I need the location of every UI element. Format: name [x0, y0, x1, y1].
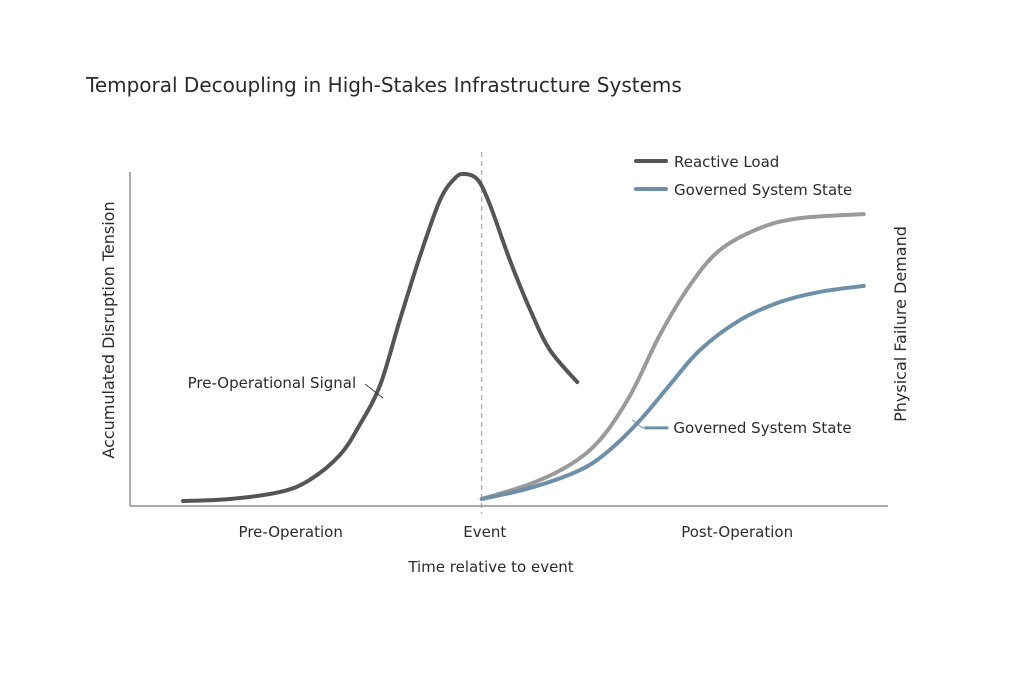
x-tick-label: Post-Operation	[681, 523, 793, 541]
x-tick-label: Pre-Operation	[239, 523, 343, 541]
chart-title: Temporal Decoupling in High-Stakes Infra…	[85, 73, 682, 97]
legend-label-reactive-load: Reactive Load	[674, 153, 779, 171]
series-line-physical-failure-demand	[479, 212, 866, 501]
y-axis-label: Accumulated Disruption Tension	[99, 201, 118, 458]
series-line-governed-system-state	[479, 283, 866, 501]
legend-label-governed-system-state: Governed System State	[674, 181, 852, 199]
annotation-leader-line	[364, 383, 384, 399]
annotation-pre-operational-signal: Pre-Operational Signal	[188, 374, 357, 392]
annotation-governed-system-state: Governed System State	[673, 419, 851, 437]
x-tick-label: Event	[463, 523, 506, 541]
series-line-reactive-load	[181, 171, 580, 503]
y-axis-right-label: Physical Failure Demand	[891, 226, 910, 422]
legend: Reactive Load Governed System State	[634, 153, 852, 199]
x-axis-label: Time relative to event	[407, 558, 573, 576]
